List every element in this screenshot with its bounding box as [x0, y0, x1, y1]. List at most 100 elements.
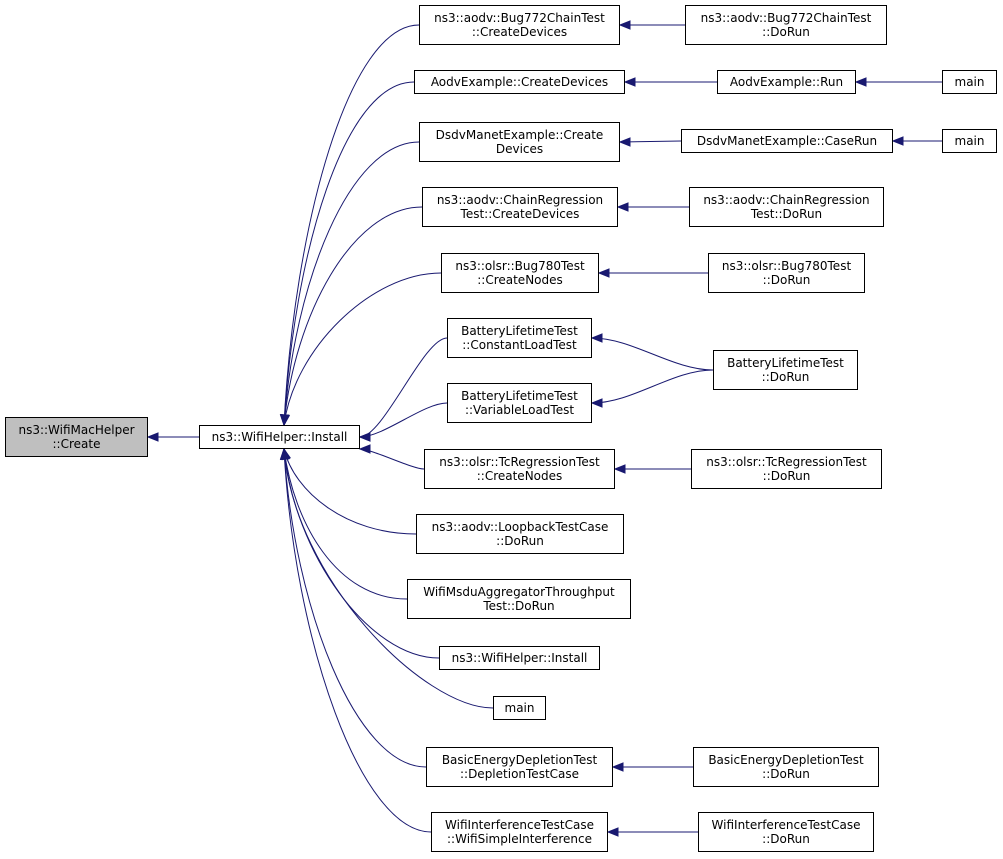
- node-label-line: ::WifiSimpleInterference: [447, 832, 592, 846]
- node-ns3-aodv-loopbacktestcase-dorun[interactable]: ns3::aodv::LoopbackTestCase::DoRun: [416, 514, 624, 554]
- node-label-line: AodvExample::CreateDevices: [430, 75, 609, 89]
- node-wifiinterferencetestcase-dorun[interactable]: WifiInterferenceTestCase::DoRun: [698, 812, 874, 852]
- node-label-line: ::DoRun: [762, 469, 811, 483]
- node-label-line: ns3::olsr::Bug780Test: [455, 259, 585, 273]
- node-label-line: ::DoRun: [762, 25, 810, 39]
- node-label-line: DsdvManetExample::CaseRun: [696, 134, 878, 148]
- node-label-line: DsdvManetExample::Create: [435, 128, 604, 142]
- node-label-line: ::DoRun: [761, 370, 810, 384]
- node-label-line: WifiInterferenceTestCase: [711, 818, 861, 832]
- edge-arrowhead: [618, 20, 631, 30]
- edge-n14-to-n1: [359, 337, 448, 438]
- node-label-line: ::DoRun: [762, 832, 810, 846]
- node-label-line: ::CreateNodes: [476, 469, 563, 483]
- node-label-line: AodvExample::Run: [729, 75, 844, 89]
- node-label-line: ::Create: [52, 437, 101, 451]
- node-batterylifetimetest-constantloadtest[interactable]: BatteryLifetimeTest::ConstantLoadTest: [447, 318, 592, 358]
- node-label-line: ns3::olsr::TcRegressionTest: [439, 455, 600, 469]
- node-batterylifetimetest-variableloadtest[interactable]: BatteryLifetimeTest::VariableLoadTest: [447, 383, 592, 423]
- node-label-line: ns3::WifiHelper::Install: [211, 430, 348, 444]
- node-ns3-aodv-bug772chaintest-dorun[interactable]: ns3::aodv::Bug772ChainTest::DoRun: [685, 5, 887, 45]
- node-label-line: ::DoRun: [496, 534, 544, 548]
- edge-arrowhead: [606, 827, 619, 837]
- edge-n10-to-n1: [283, 206, 423, 426]
- node-label-line: ns3::olsr::Bug780Test: [721, 259, 852, 273]
- edge-arrowhead: [618, 137, 631, 147]
- node-main[interactable]: main: [942, 70, 997, 94]
- edge-n15-to-n16: [591, 369, 714, 404]
- node-label-line: BasicEnergyDepletionTest: [441, 753, 598, 767]
- edge-arrowhead: [358, 444, 371, 454]
- node-label-line: main: [504, 701, 535, 715]
- node-label-line: ::CreateDevices: [471, 25, 568, 39]
- node-ns3-wifihelper-install[interactable]: ns3::WifiHelper::Install: [439, 646, 600, 670]
- node-ns3-wifihelper-install[interactable]: ns3::WifiHelper::Install: [199, 425, 360, 449]
- edge-arrowhead: [854, 77, 867, 87]
- node-label-line: ::ConstantLoadTest: [462, 338, 577, 352]
- node-dsdvmanetexample-caserun[interactable]: DsdvManetExample::CaseRun: [681, 129, 893, 153]
- node-ns3-olsr-bug780test-dorun[interactable]: ns3::olsr::Bug780Test::DoRun: [708, 253, 865, 293]
- node-label-line: ::DoRun: [762, 273, 811, 287]
- edge-arrowhead: [623, 77, 636, 87]
- node-label-line: BatteryLifetimeTest: [461, 389, 578, 403]
- node-basicenergydepletiontest-dorun[interactable]: BasicEnergyDepletionTest::DoRun: [693, 747, 879, 787]
- node-label-line: ::DoRun: [762, 767, 810, 781]
- node-label-line: ns3::aodv::LoopbackTestCase: [431, 520, 609, 534]
- edge-arrowhead: [280, 413, 291, 427]
- node-ns3-aodv-bug772chaintest-createdevices[interactable]: ns3::aodv::Bug772ChainTest::CreateDevice…: [419, 5, 620, 45]
- node-label-line: WifiInterferenceTestCase: [445, 818, 594, 832]
- node-label-line: ::VariableLoadTest: [464, 403, 575, 417]
- edge-n2-to-n1: [283, 24, 420, 426]
- edge-n7-to-n1: [283, 141, 420, 426]
- edge-arrowhead: [590, 398, 603, 408]
- node-label-line: ns3::aodv::ChainRegression: [436, 193, 604, 207]
- node-label-line: ::DepletionTestCase: [459, 767, 580, 781]
- edge-arrowhead: [279, 447, 290, 460]
- node-label-line: BatteryLifetimeTest: [727, 356, 844, 370]
- edge-n19-to-n1: [283, 448, 417, 535]
- edge-arrowhead: [613, 464, 626, 474]
- node-label-line: BatteryLifetimeTest: [461, 324, 578, 338]
- node-label-line: Test::DoRun: [483, 599, 555, 613]
- edge-n15-to-n14: [591, 337, 714, 371]
- edge-n4-to-n1: [283, 81, 415, 426]
- edge-n23-to-n1: [283, 448, 427, 768]
- node-aodvexample-createdevices[interactable]: AodvExample::CreateDevices: [414, 70, 625, 94]
- edge-arrowhead: [146, 432, 159, 442]
- node-ns3-olsr-tcregressiontest-createnodes[interactable]: ns3::olsr::TcRegressionTest::CreateNodes: [424, 449, 615, 489]
- edge-arrowhead: [616, 202, 629, 212]
- edge-arrowhead: [597, 268, 610, 278]
- node-main[interactable]: main: [942, 129, 997, 153]
- edge-arrowhead: [611, 762, 624, 772]
- node-ns3-wifimachelper-create-focus: ns3::WifiMacHelper::Create: [5, 417, 148, 457]
- node-label-line: BasicEnergyDepletionTest: [708, 753, 864, 767]
- node-label-line: ns3::aodv::ChainRegression: [703, 193, 870, 207]
- node-aodvexample-run[interactable]: AodvExample::Run: [717, 70, 856, 94]
- edge-arrowhead: [358, 432, 371, 442]
- node-label-line: ns3::WifiMacHelper: [18, 423, 135, 437]
- node-ns3-olsr-bug780test-createnodes[interactable]: ns3::olsr::Bug780Test::CreateNodes: [441, 253, 599, 293]
- node-batterylifetimetest-dorun[interactable]: BatteryLifetimeTest::DoRun: [713, 350, 858, 390]
- edge-n22-to-n1: [283, 448, 494, 709]
- node-label-line: Devices: [495, 142, 544, 156]
- edge-n16-to-n1: [359, 402, 448, 438]
- edge-arrowhead: [891, 136, 904, 146]
- edge-n25-to-n1: [283, 448, 432, 833]
- node-basicenergydepletiontest-depletiontestcase[interactable]: BasicEnergyDepletionTest::DepletionTestC…: [426, 747, 613, 787]
- node-label-line: ns3::aodv::Bug772ChainTest: [434, 11, 605, 25]
- node-ns3-olsr-tcregressiontest-dorun[interactable]: ns3::olsr::TcRegressionTest::DoRun: [691, 449, 882, 489]
- node-label-line: ns3::aodv::Bug772ChainTest: [700, 11, 872, 25]
- node-label-line: Test::DoRun: [750, 207, 823, 221]
- node-main[interactable]: main: [493, 696, 546, 720]
- edge-n12-to-n1: [283, 272, 442, 426]
- node-label-line: main: [954, 75, 985, 89]
- edge-n20-to-n1: [283, 448, 408, 600]
- node-wifiinterferencetestcase-wifisimpleinterference[interactable]: WifiInterferenceTestCase::WifiSimpleInte…: [431, 812, 608, 852]
- node-label-line: ::CreateNodes: [477, 273, 563, 287]
- edge-arrowhead: [590, 333, 603, 343]
